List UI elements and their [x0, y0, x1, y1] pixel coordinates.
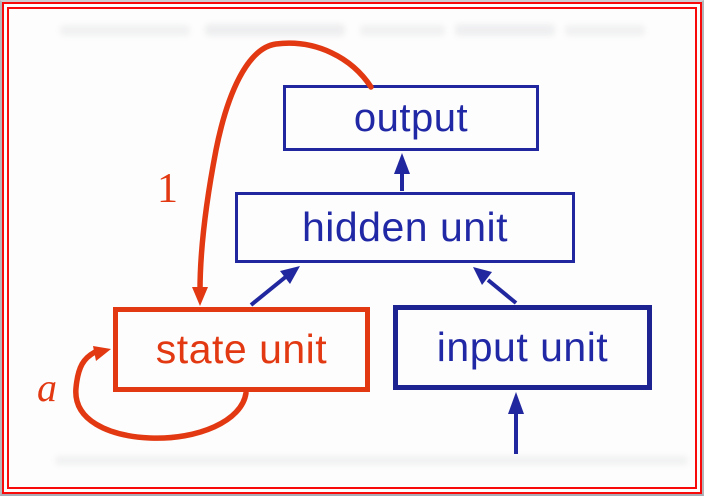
node-state-unit: state unit: [113, 307, 370, 392]
arrow-output-to-state: [192, 40, 374, 306]
node-output: output: [283, 85, 539, 151]
edge-weight-label-output-to-state: 1: [157, 166, 178, 212]
node-input-unit: input unit: [393, 305, 652, 390]
node-input-unit-label: input unit: [436, 324, 609, 370]
artifact-smudge: [55, 456, 688, 465]
node-hidden-unit: hidden unit: [235, 192, 575, 263]
node-output-label: output: [353, 95, 469, 140]
arrow-input-to-hidden: [473, 267, 518, 305]
artifact-smudge: [455, 24, 555, 36]
edge-weight-label-self-loop: a: [37, 365, 57, 410]
artifact-smudge: [565, 25, 645, 36]
artifact-smudge: [205, 24, 345, 36]
arrow-external-to-input: [508, 392, 524, 454]
node-hidden-unit-label: hidden unit: [301, 204, 509, 250]
node-state-unit-label: state unit: [155, 326, 328, 372]
arrow-state-to-hidden: [249, 266, 300, 307]
arrow-hidden-to-output: [394, 153, 410, 191]
artifact-smudge: [60, 25, 190, 36]
artifact-smudge: [360, 25, 445, 36]
